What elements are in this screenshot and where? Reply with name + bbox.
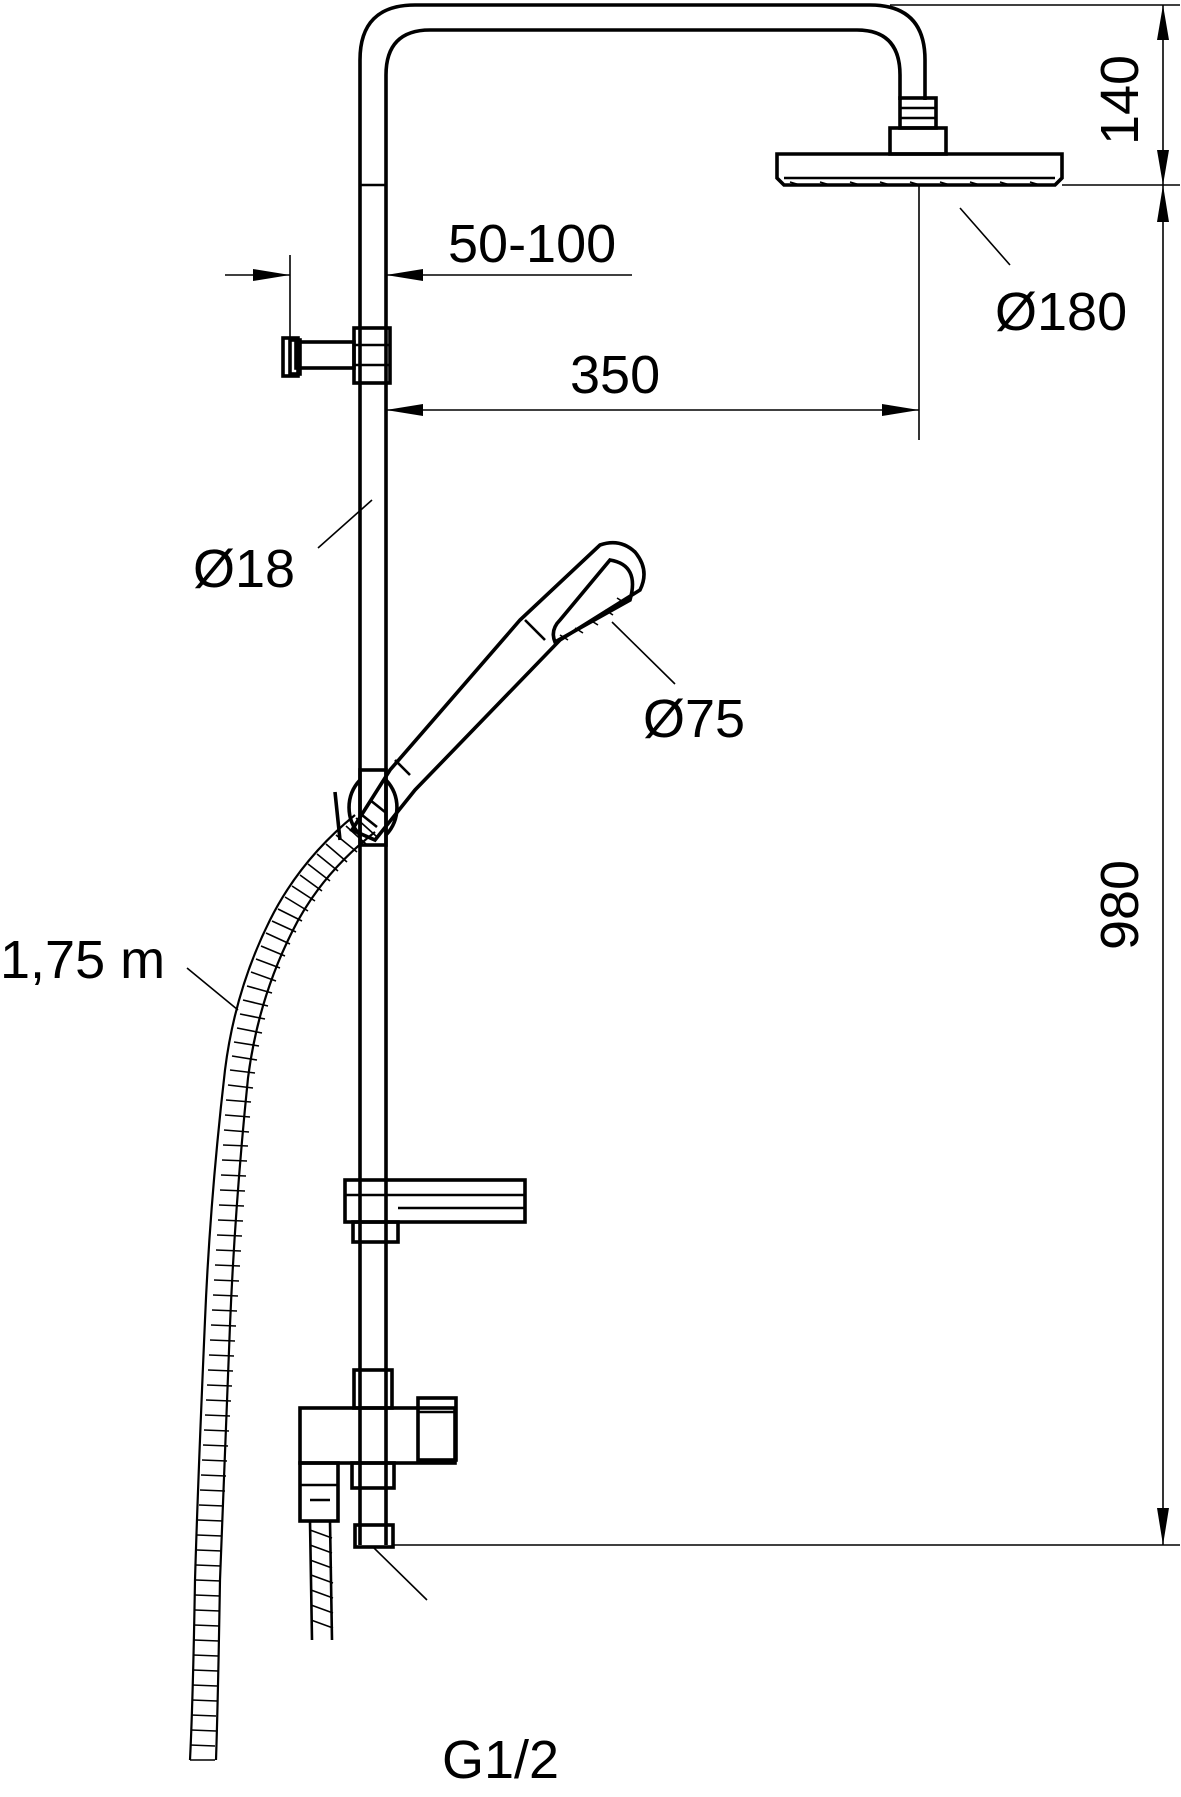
hose-length-label: 1,75 m	[0, 930, 165, 990]
arm-projection-label: 350	[570, 345, 660, 405]
head-diameter-label: Ø180	[995, 282, 1127, 342]
rail-diameter-label: Ø18	[193, 539, 295, 599]
wall-bracket	[281, 326, 392, 385]
diverter-valve	[298, 1368, 458, 1641]
hand-shower	[349, 540, 646, 843]
hand-shower-holder	[333, 768, 399, 847]
shower-hose	[188, 814, 377, 1761]
hand-shower-diameter-label: Ø75	[643, 689, 745, 749]
shower-rail	[358, 3, 927, 1545]
dimension-lines	[186, 4, 1180, 1601]
soap-tray	[343, 1178, 527, 1244]
inlet-thread-label: G1/2	[442, 1730, 559, 1790]
overhead-shower-head	[775, 96, 1064, 187]
bracket-range-label: 50-100	[448, 214, 616, 274]
total-height-label: 980	[1090, 860, 1150, 950]
head-height-label: 140	[1090, 55, 1150, 145]
